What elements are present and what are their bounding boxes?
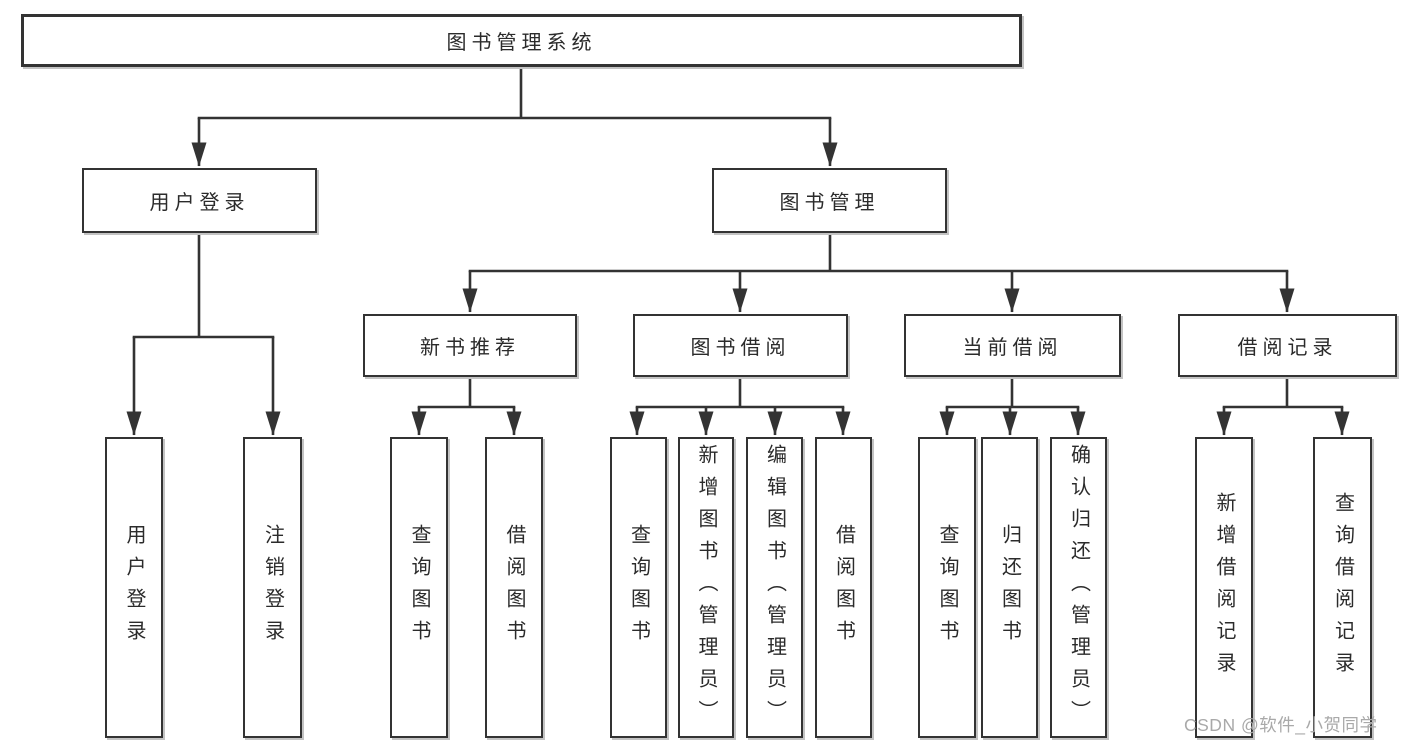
node-book-borrow: 图书借阅 <box>633 314 848 377</box>
leaf-cb-return-books: 归还图书 <box>981 437 1038 738</box>
leaf-user-login: 用户登录 <box>105 437 163 738</box>
leaf-bb-edit-books-admin: 编辑图书（管理员） <box>746 437 803 738</box>
leaf-br-add-record-label: 新增借阅记录 <box>1213 491 1235 684</box>
leaf-bb-edit-books-admin-label: 编辑图书（管理员） <box>763 443 786 732</box>
node-book-management: 图书管理 <box>712 168 947 233</box>
leaf-bb-borrow-books-label: 借阅图书 <box>832 523 855 652</box>
leaf-br-query-record-label: 查询借阅记录 <box>1331 491 1354 684</box>
leaf-cb-query-books-label: 查询图书 <box>936 523 958 652</box>
leaf-br-query-record: 查询借阅记录 <box>1313 437 1372 738</box>
node-new-book-recommend: 新书推荐 <box>363 314 577 377</box>
connector-book-management-split <box>468 231 1289 273</box>
node-current-borrow: 当前借阅 <box>904 314 1121 377</box>
node-borrow-records-label: 借阅记录 <box>1237 337 1338 359</box>
connector-borrow-records-split <box>1222 375 1344 409</box>
leaf-br-add-record: 新增借阅记录 <box>1195 437 1253 738</box>
leaf-bb-add-books-admin-label: 新增图书（管理员） <box>695 443 717 732</box>
node-current-borrow-label: 当前借阅 <box>962 337 1063 359</box>
node-user-login-label: 用户登录 <box>149 192 250 214</box>
leaf-bb-query-books-label: 查询图书 <box>627 523 650 652</box>
leaf-nb-borrow-books-label: 借阅图书 <box>503 523 525 652</box>
node-library-system-label: 图书管理系统 <box>446 32 597 54</box>
node-new-book-recommend-label: 新书推荐 <box>420 337 520 359</box>
leaf-nb-query-books: 查询图书 <box>390 437 448 738</box>
connector-current-borrow-split <box>945 375 1080 409</box>
node-library-system: 图书管理系统 <box>21 14 1022 67</box>
watermark: CSDN @软件_小贺同学 <box>1184 715 1378 735</box>
leaf-bb-borrow-books: 借阅图书 <box>815 437 872 738</box>
leaf-nb-borrow-books: 借阅图书 <box>485 437 543 738</box>
leaf-bb-query-books: 查询图书 <box>610 437 667 738</box>
leaf-cb-confirm-return-admin: 确认归还（管理员） <box>1050 437 1107 738</box>
node-book-borrow-label: 图书借阅 <box>690 337 791 359</box>
leaf-cb-query-books: 查询图书 <box>918 437 976 738</box>
node-book-management-label: 图书管理 <box>779 192 880 214</box>
node-borrow-records: 借阅记录 <box>1178 314 1397 377</box>
leaf-cb-return-books-label: 归还图书 <box>998 523 1021 652</box>
leaf-logout-label: 注销登录 <box>261 523 284 652</box>
connector-new-book-split <box>417 375 516 409</box>
leaf-cb-confirm-return-admin-label: 确认归还（管理员） <box>1067 443 1090 732</box>
connector-root-split <box>197 64 832 120</box>
node-user-login: 用户登录 <box>82 168 317 233</box>
leaf-user-login-label: 用户登录 <box>123 523 145 652</box>
leaf-nb-query-books-label: 查询图书 <box>408 523 430 652</box>
leaf-bb-add-books-admin: 新增图书（管理员） <box>678 437 734 738</box>
connector-book-borrow-split <box>635 375 845 409</box>
connector-user-login-split <box>132 231 275 339</box>
leaf-logout: 注销登录 <box>243 437 302 738</box>
